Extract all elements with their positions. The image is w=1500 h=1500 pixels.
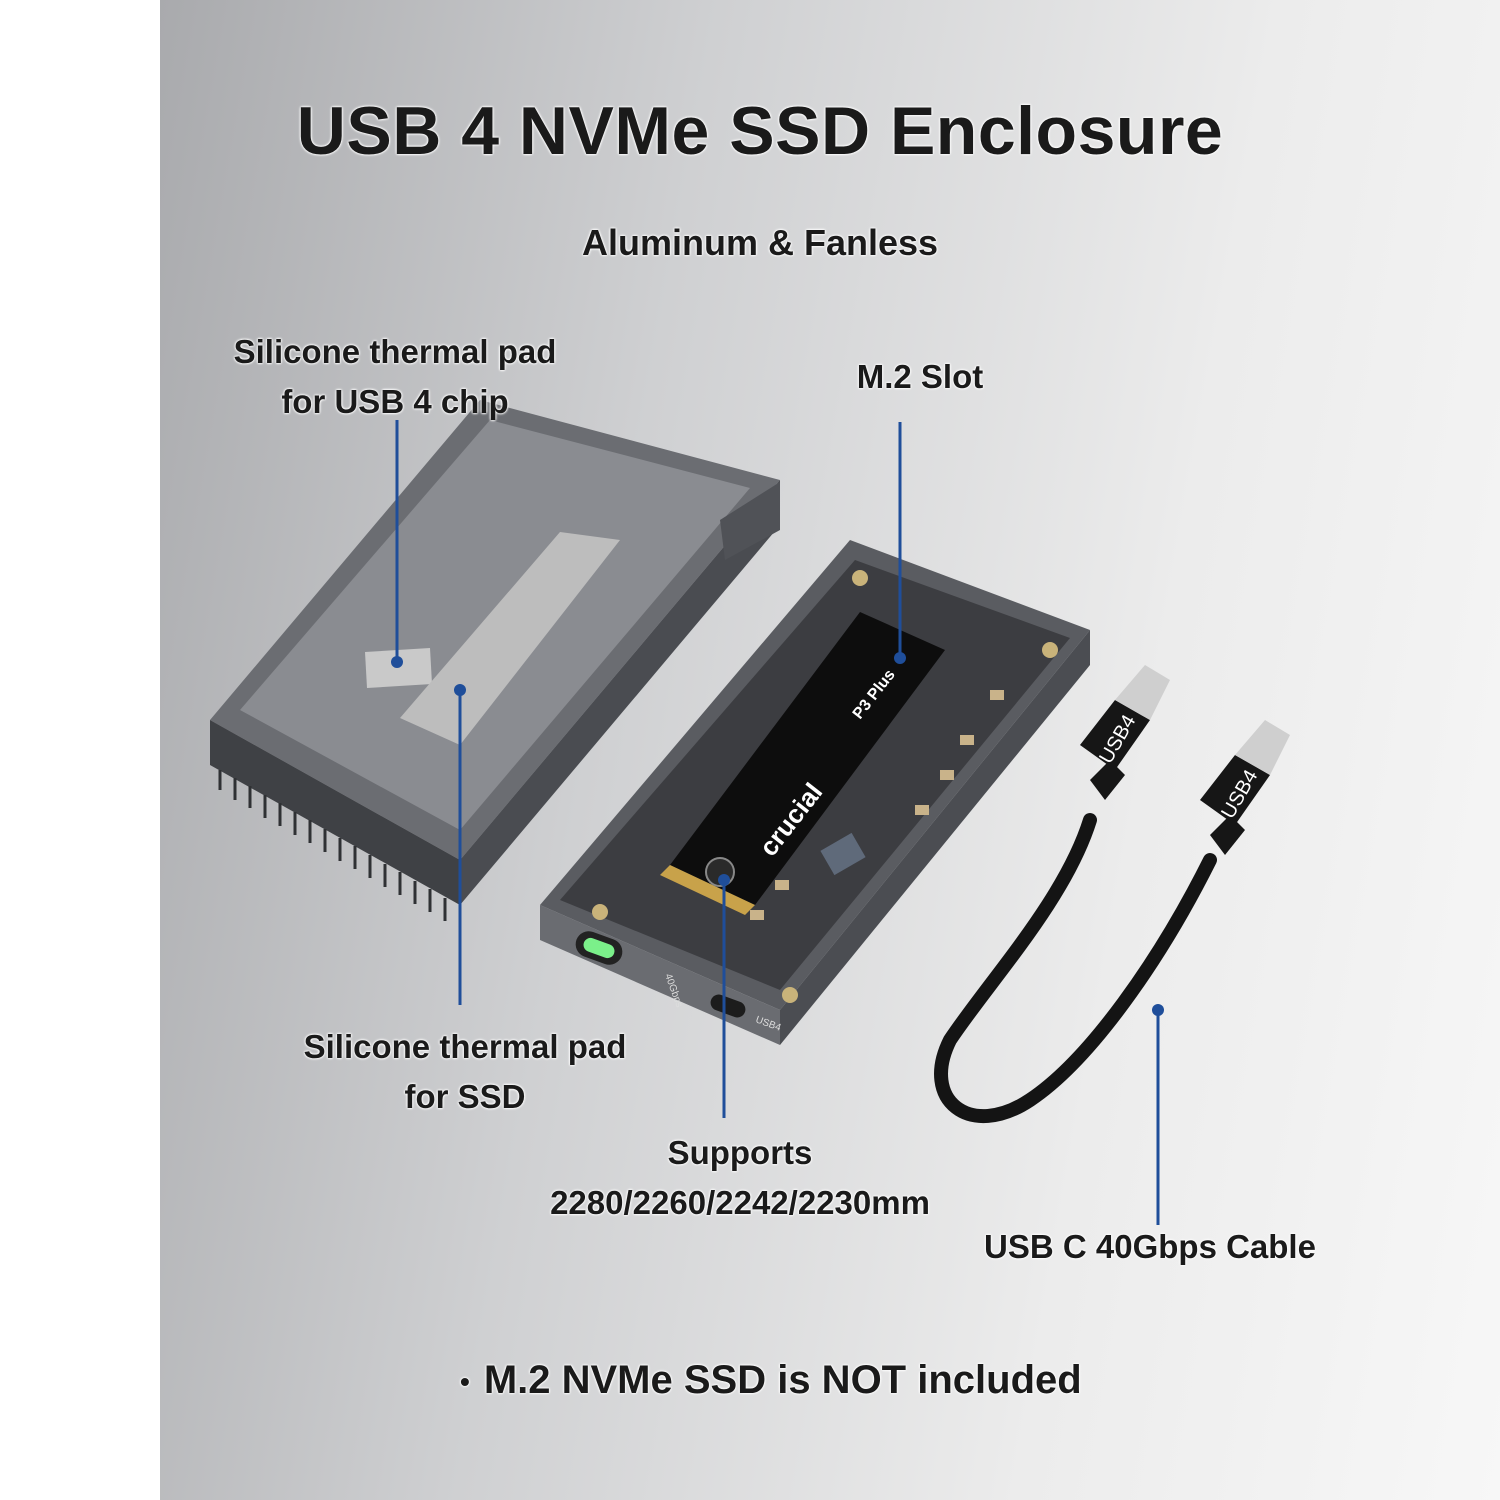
callout-ssd-pad-line2: for SSD [404, 1078, 526, 1115]
page-subtitle: Aluminum & Fanless [581, 222, 939, 263]
bullet-icon: • [460, 1366, 470, 1398]
callout-cable: USB C 40Gbps Cable [984, 1228, 1316, 1265]
usb-c-plug-metal [1115, 665, 1170, 720]
callout-sizes-line1: Supports [667, 1134, 813, 1171]
callout-chip-pad-line2: for USB 4 chip [281, 383, 509, 420]
callout-ssd-pad: Silicone thermal pad for SSD [270, 1022, 660, 1122]
footnote: • M.2 NVMe SSD is NOT included [460, 1358, 1120, 1403]
power-led [583, 937, 615, 959]
enclosure-base [540, 540, 1090, 1045]
product-canvas: USB 4 NVMe SSD Enclosure Aluminum & Fanl… [160, 0, 1500, 1500]
usb4-cable [934, 665, 1290, 1124]
callout-ssd-pad-line1: Silicone thermal pad [303, 1028, 627, 1065]
page-title: USB 4 NVMe SSD Enclosure [296, 93, 1224, 169]
chip-thermal-pad [365, 648, 432, 688]
callout-m2-slot: M.2 Slot [856, 358, 984, 395]
nvme-ssd [670, 612, 945, 905]
callout-sizes-line2: 2280/2260/2242/2230mm [550, 1184, 930, 1221]
usb-c-port [710, 994, 746, 1018]
callout-chip-pad: Silicone thermal pad for USB 4 chip [190, 327, 600, 427]
product-illustration [210, 400, 1290, 1225]
footnote-text: M.2 NVMe SSD is NOT included [483, 1358, 1082, 1402]
callout-chip-pad-line1: Silicone thermal pad [233, 333, 557, 370]
enclosure-lid [210, 400, 780, 921]
callout-supported-sizes: Supports 2280/2260/2242/2230mm [500, 1128, 980, 1228]
callout-lines [391, 420, 1164, 1225]
